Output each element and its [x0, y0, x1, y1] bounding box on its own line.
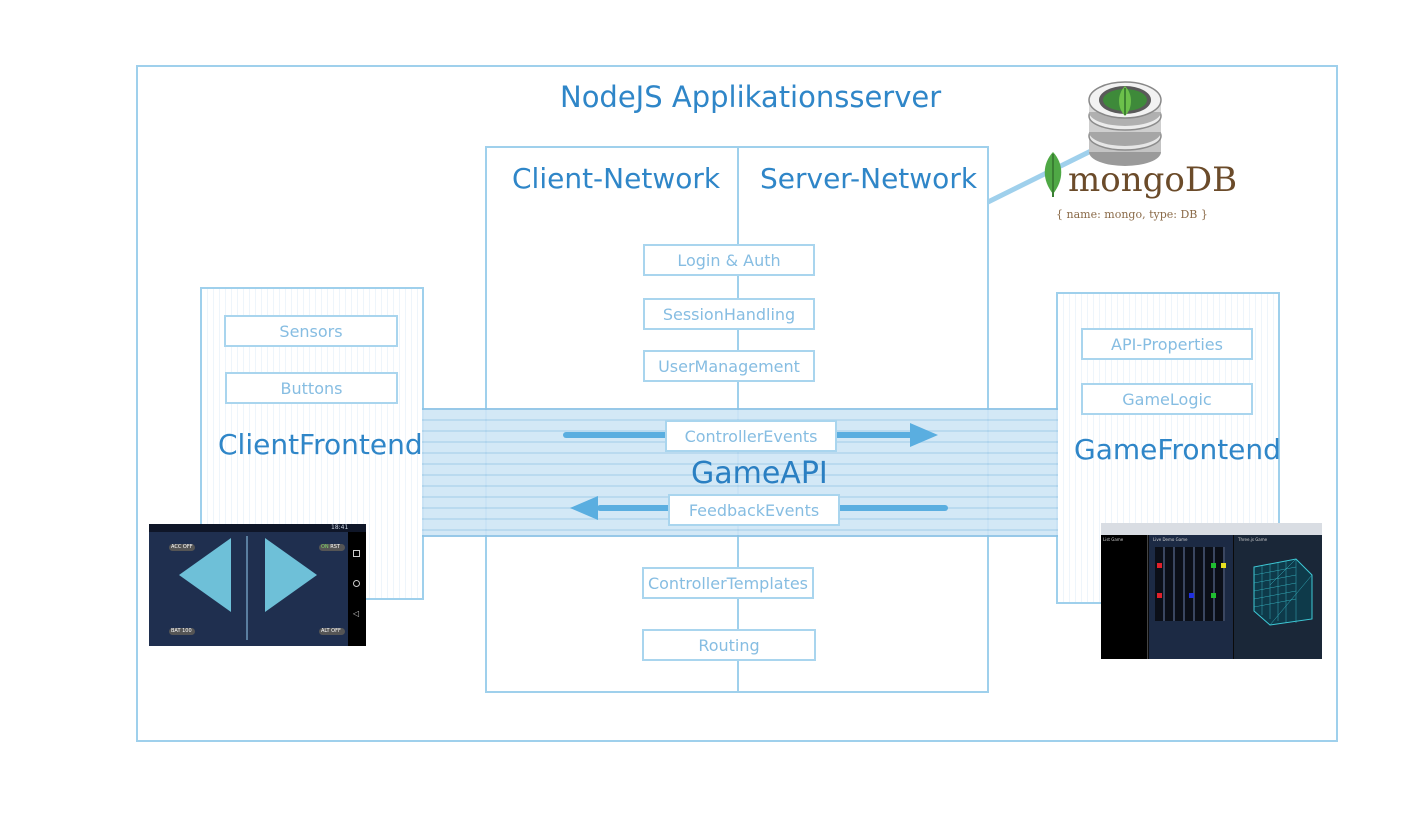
rst-toggle[interactable]: ON RST [319, 544, 345, 551]
database-icon [1088, 81, 1162, 166]
controller-events-label: ControllerEvents [665, 420, 837, 452]
module-user-management: UserManagement [643, 350, 815, 382]
feedback-events-label: FeedbackEvents [668, 494, 840, 526]
game-block-green-1 [1211, 563, 1216, 568]
panel-three-js: Three.js Game [1234, 535, 1322, 659]
module-sensors: Sensors [224, 315, 398, 347]
module-buttons: Buttons [225, 372, 398, 404]
game-block-green-2 [1211, 593, 1216, 598]
module-controller-templates: ControllerTemplates [642, 567, 814, 599]
module-api-properties: API-Properties [1081, 328, 1253, 360]
phone-time: 18:41 [331, 524, 349, 531]
game-grid [1155, 547, 1225, 621]
phone-status-bar [149, 524, 366, 532]
game-frontend-title: GameFrontend [1074, 433, 1281, 466]
home-icon[interactable] [353, 580, 360, 587]
client-network-title: Client-Network [512, 162, 721, 195]
server-network-title: Server-Network [760, 162, 978, 195]
game-block-red-2 [1157, 593, 1162, 598]
wireframe-cube-icon [1253, 558, 1313, 626]
phone-screenshot: 18:41 ◁ ACC OFF ON RST BAT 100 ALT OFF [149, 524, 366, 646]
panel-list-game: List Game [1101, 535, 1148, 659]
game-block-red-1 [1157, 563, 1162, 568]
rst-label: RST [330, 544, 340, 550]
module-routing: Routing [642, 629, 816, 661]
server-frame [136, 65, 1338, 742]
panel-live-title: Live Demo Game [1153, 537, 1188, 542]
back-icon[interactable]: ◁ [353, 609, 360, 618]
game-block-yellow [1221, 563, 1226, 568]
recent-apps-icon[interactable] [353, 550, 360, 557]
panel-list-title: List Game [1103, 537, 1124, 542]
bat-label: BAT [171, 628, 181, 634]
mongo-leaf-icon [1044, 152, 1062, 197]
alt-state: OFF [331, 628, 341, 634]
acc-label: ACC [171, 544, 182, 550]
phone-nav-bar: ◁ [348, 532, 366, 646]
alt-toggle[interactable]: ALT OFF [319, 628, 345, 635]
module-game-logic: GameLogic [1081, 383, 1253, 415]
on-label: ON [321, 544, 329, 550]
acc-state: OFF [182, 544, 193, 550]
button-divider [246, 536, 248, 640]
mongo-logo-text: mongoDB [1068, 160, 1238, 200]
module-login-auth: Login & Auth [643, 244, 815, 276]
game-api-title: GameAPI [691, 456, 828, 491]
module-session-handling: SessionHandling [643, 298, 815, 330]
server-title: NodeJS Applikationsserver [560, 80, 942, 114]
bat-indicator: BAT 100 [169, 628, 195, 635]
right-arrow-button[interactable] [265, 538, 317, 612]
game-block-blue [1189, 593, 1194, 598]
browser-chrome [1101, 523, 1322, 535]
alt-label: ALT [321, 628, 330, 634]
acc-toggle[interactable]: ACC OFF [169, 544, 195, 551]
db-connection-line [986, 145, 1099, 205]
bat-state: 100 [182, 628, 192, 634]
panel-three-title: Three.js Game [1238, 537, 1268, 542]
mongo-caption: { name: mongo, type: DB } [1056, 208, 1208, 221]
panel-live-demo: Live Demo Game [1149, 535, 1233, 659]
client-frontend-title: ClientFrontend [218, 428, 423, 461]
desktop-screenshot: List Game Live Demo Game Three.js Game [1101, 523, 1322, 659]
